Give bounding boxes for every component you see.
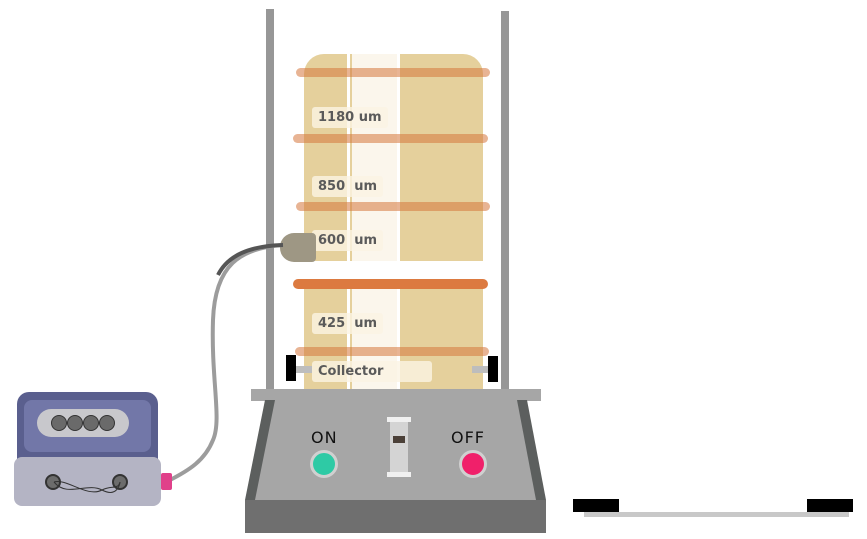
- left-clamp-arm: [296, 366, 312, 373]
- left-rod: [266, 9, 274, 394]
- scale-foot-left: [573, 499, 619, 512]
- on-button[interactable]: [310, 450, 338, 478]
- base-plate: [251, 389, 541, 401]
- sieve-label-600: 600 um: [312, 230, 383, 251]
- sensor-probe: [280, 233, 316, 262]
- controller-box: [14, 392, 161, 506]
- cable-connector: [161, 473, 172, 490]
- right-clamp-arm: [472, 366, 488, 373]
- sieve-band: [293, 134, 488, 143]
- off-button[interactable]: [459, 450, 487, 478]
- controller-front: [14, 457, 161, 506]
- sieve-band: [295, 347, 489, 356]
- wire-loop: [53, 481, 121, 493]
- scale-foot-right: [807, 499, 853, 512]
- display-dot: [67, 415, 83, 431]
- off-label: OFF: [451, 428, 485, 447]
- controller-display: [37, 409, 129, 437]
- right-clamp: [488, 356, 498, 382]
- upper-sieve-stack: [304, 54, 483, 261]
- right-rod: [501, 11, 509, 394]
- sieve-label-1180: 1180 um: [312, 107, 388, 128]
- scale-platform: [584, 512, 849, 517]
- sieve-band: [296, 68, 490, 77]
- timer-switch[interactable]: [387, 417, 411, 477]
- display-dot: [99, 415, 115, 431]
- left-clamp: [286, 355, 296, 381]
- display-dot: [51, 415, 67, 431]
- switch-indicator: [393, 436, 405, 443]
- sieve-label-850: 850 um: [312, 176, 383, 197]
- display-dot: [83, 415, 99, 431]
- sieve-label-collector: Collector: [312, 361, 432, 382]
- sieve-label-425: 425 um: [312, 313, 383, 334]
- on-label: ON: [311, 428, 338, 447]
- sieve-band: [296, 202, 490, 211]
- sieve-band: [293, 279, 488, 289]
